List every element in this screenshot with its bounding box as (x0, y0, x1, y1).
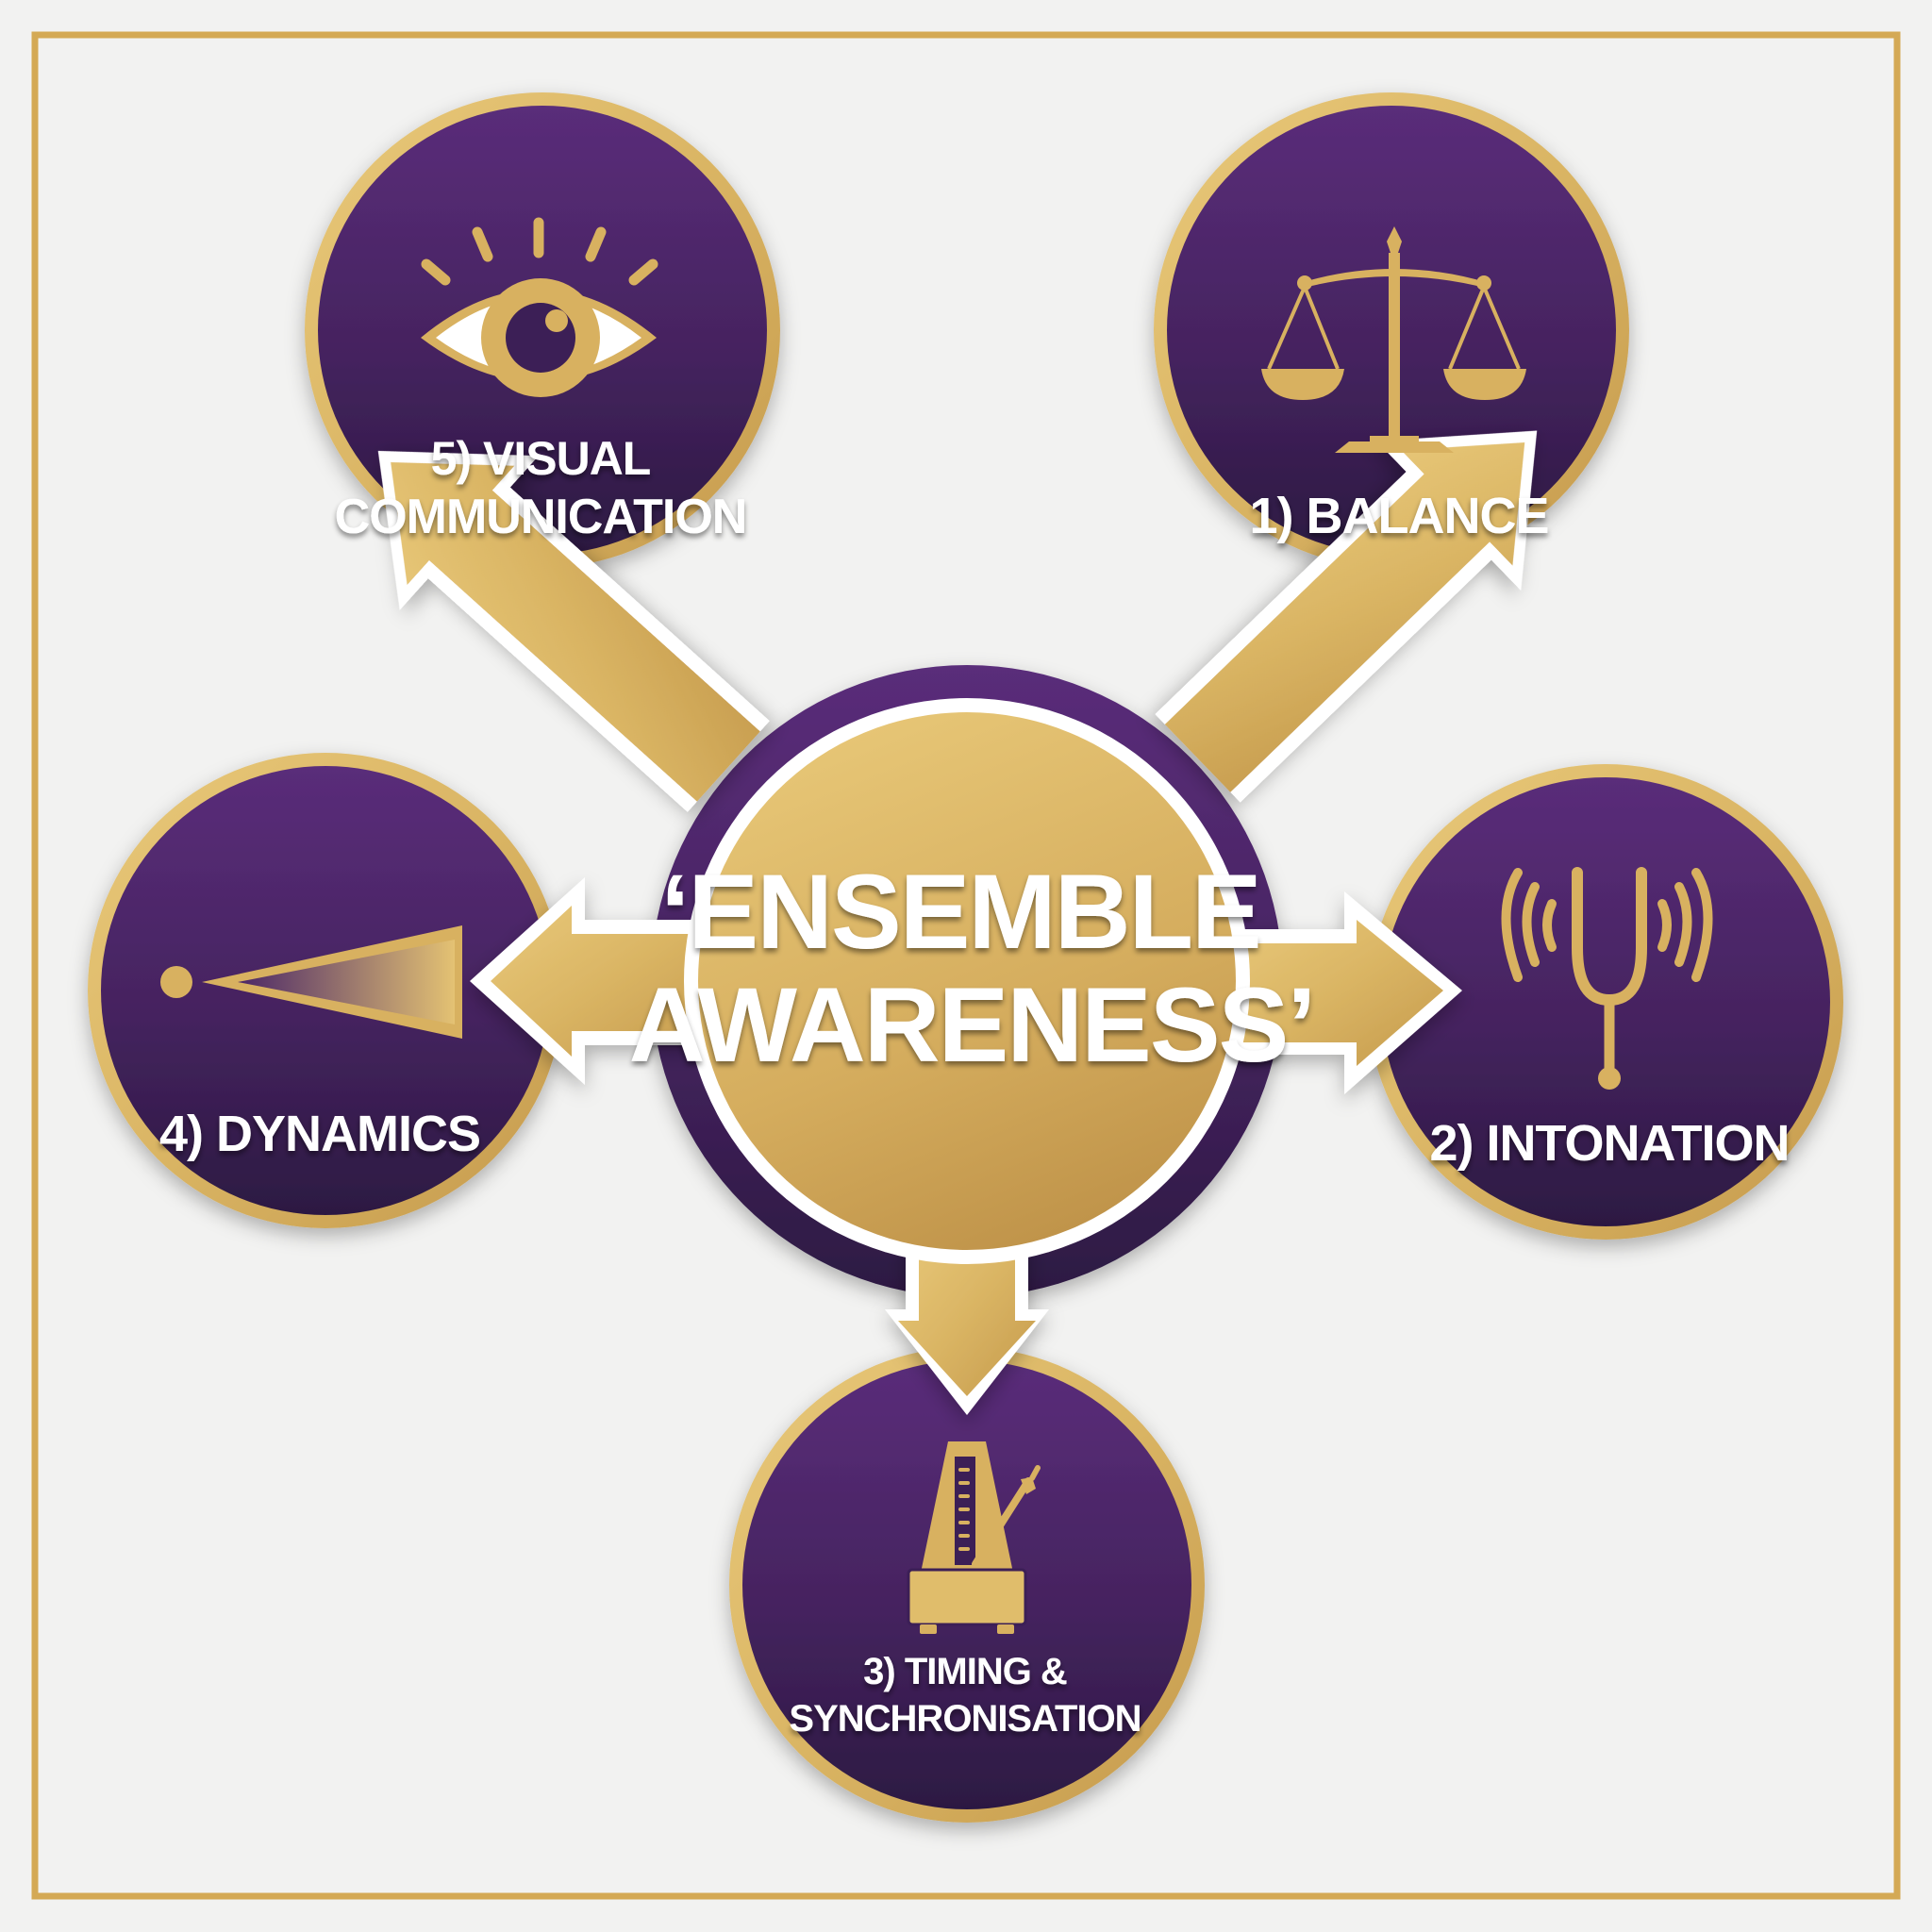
node-label-visual-line2: COMMUNICATION (335, 490, 747, 544)
crescendo-hairpin-icon (160, 925, 462, 1039)
arrow-to-visual-communication (377, 450, 770, 812)
center-title-line2: AWARENESS’ (629, 966, 1315, 1084)
arrow-to-timing (885, 1226, 1049, 1415)
gold-frame (31, 31, 1901, 1900)
node-label-dynamics: 4) DYNAMICS (159, 1106, 480, 1162)
scales-icon (1261, 226, 1526, 453)
eye-icon (421, 217, 658, 397)
node-label-balance: 1) BALANCE (1249, 488, 1548, 544)
node-label-timing-line2: SYNCHRONISATION (789, 1698, 1141, 1740)
center-title-line1: ‘ENSEMBLE (660, 853, 1259, 971)
arrow-to-balance (1155, 430, 1538, 803)
arrow-to-dynamics (470, 877, 717, 1085)
node-label-intonation: 2) INTONATION (1429, 1115, 1789, 1172)
node-label-timing-line1: 3) TIMING & (863, 1651, 1067, 1692)
center-hub[interactable] (684, 698, 1250, 1264)
node-label-visual-line1: 5) VISUAL (431, 432, 651, 485)
metronome-icon (907, 1441, 1041, 1634)
arrow-to-intonation (1217, 891, 1462, 1094)
tuning-fork-icon (1501, 867, 1713, 1090)
